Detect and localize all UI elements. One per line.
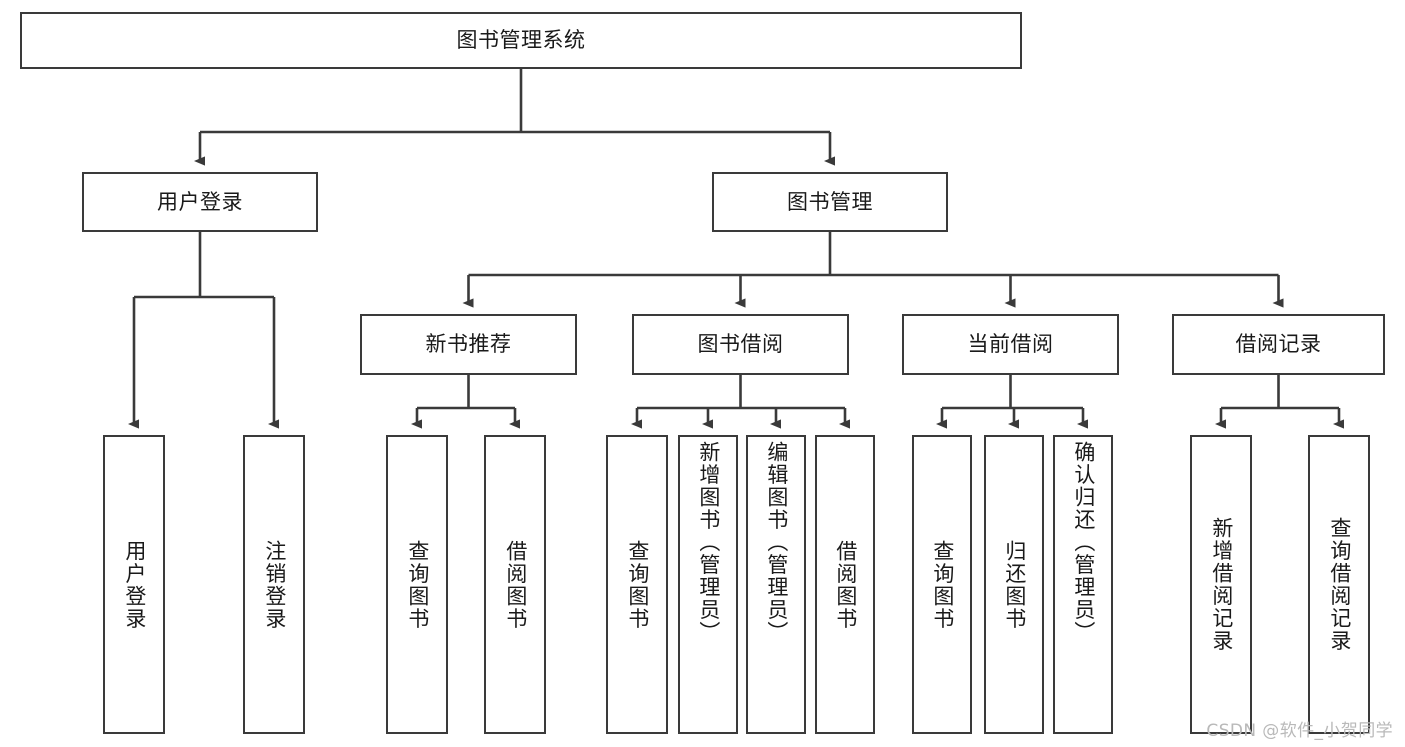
node-label: 查询图书	[405, 539, 430, 630]
node-label: 图书管理	[787, 189, 873, 214]
node-book-borrow[interactable]: 图书借阅	[632, 314, 849, 375]
node-label: 确认归还（管理员）	[1071, 441, 1096, 644]
csdn-watermark: CSDN @软件_小贺同学	[1206, 721, 1393, 741]
node-label: 用户登录	[122, 539, 147, 630]
node-label: 新增图书（管理员）	[696, 441, 721, 644]
leaf-add-book-admin[interactable]: 新增图书（管理员）	[678, 435, 738, 734]
node-label: 查询图书	[625, 539, 650, 630]
node-book-management[interactable]: 图书管理	[712, 172, 948, 232]
node-label: 查询图书	[930, 539, 955, 630]
node-label: 用户登录	[157, 189, 243, 214]
leaf-edit-book-admin[interactable]: 编辑图书（管理员）	[746, 435, 806, 734]
node-label: 图书管理系统	[456, 28, 586, 53]
leaf-add-borrow-record[interactable]: 新增借阅记录	[1190, 435, 1252, 734]
node-label: 借阅图书	[503, 539, 528, 630]
leaf-query-book-recommend[interactable]: 查询图书	[386, 435, 448, 734]
node-label: 编辑图书（管理员）	[764, 441, 789, 644]
node-root-system[interactable]: 图书管理系统	[20, 12, 1022, 69]
node-label: 新增借阅记录	[1209, 517, 1234, 652]
node-label: 新书推荐	[425, 332, 512, 357]
node-borrow-record[interactable]: 借阅记录	[1172, 314, 1385, 375]
node-label: 当前借阅	[967, 332, 1054, 357]
node-user-login[interactable]: 用户登录	[82, 172, 318, 232]
leaf-return-book[interactable]: 归还图书	[984, 435, 1044, 734]
leaf-borrow-book[interactable]: 借阅图书	[815, 435, 875, 734]
node-label: 借阅图书	[833, 539, 858, 630]
node-label: 查询借阅记录	[1327, 517, 1352, 652]
leaf-user-logout[interactable]: 注销登录	[243, 435, 305, 734]
node-current-borrow[interactable]: 当前借阅	[902, 314, 1119, 375]
leaf-query-book-current[interactable]: 查询图书	[912, 435, 972, 734]
leaf-query-book-borrow[interactable]: 查询图书	[606, 435, 668, 734]
node-new-book-recommend[interactable]: 新书推荐	[360, 314, 577, 375]
node-label: 图书借阅	[697, 332, 784, 357]
leaf-query-borrow-record[interactable]: 查询借阅记录	[1308, 435, 1370, 734]
leaf-confirm-return-admin[interactable]: 确认归还（管理员）	[1053, 435, 1113, 734]
node-label: 借阅记录	[1235, 332, 1322, 357]
node-label: 归还图书	[1002, 539, 1027, 630]
node-label: 注销登录	[262, 539, 287, 630]
leaf-borrow-book-recommend[interactable]: 借阅图书	[484, 435, 546, 734]
leaf-user-login[interactable]: 用户登录	[103, 435, 165, 734]
